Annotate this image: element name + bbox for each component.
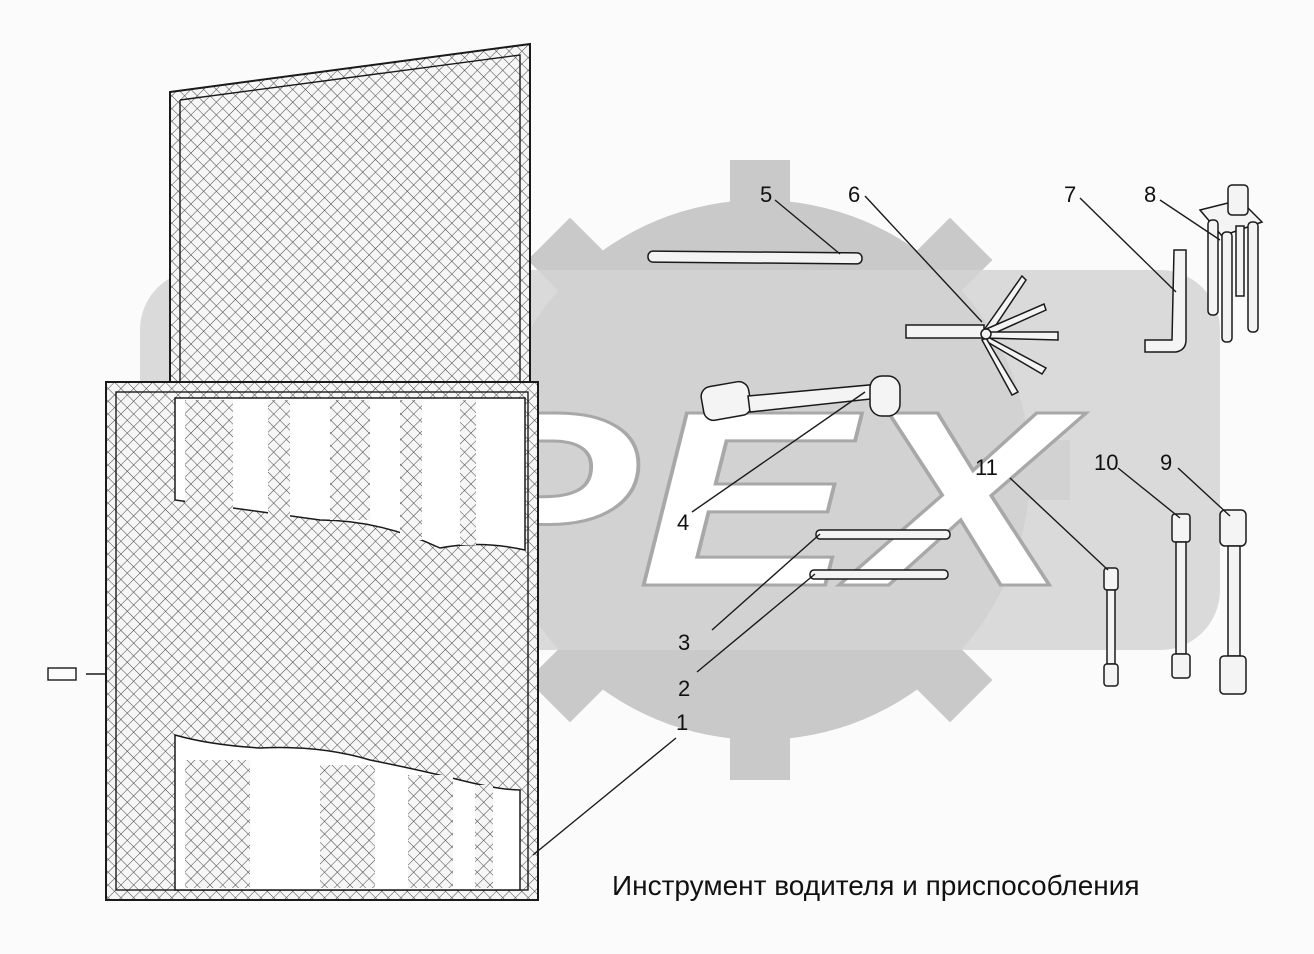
label-4: 4 (677, 510, 689, 535)
tool-3-rod (815, 529, 951, 540)
leader-6 (864, 195, 983, 323)
label-11: 11 (975, 455, 998, 480)
tool-roll-top-flap-border (179, 54, 521, 400)
leader-1 (532, 737, 677, 856)
upper-pocket-4 (400, 400, 422, 540)
tie-strap (47, 667, 77, 681)
label-10: 10 (1094, 450, 1118, 475)
lower-pocket-4 (475, 785, 493, 888)
leader-2 (696, 573, 816, 673)
tool-4-wrench (700, 375, 901, 422)
tool-5-rod (647, 250, 863, 265)
lower-pockets (174, 734, 521, 891)
tools (647, 184, 1264, 695)
upper-pockets (174, 397, 526, 551)
lower-pocket-1 (185, 760, 250, 888)
leader-4 (691, 391, 866, 513)
lower-pocket-3 (408, 775, 453, 888)
upper-pocket-3 (330, 400, 370, 520)
leader-lines (532, 195, 1231, 856)
label-5: 5 (760, 182, 772, 207)
label-9: 9 (1160, 450, 1172, 475)
upper-pocket-1 (185, 400, 233, 510)
leader-10 (1117, 467, 1181, 519)
lower-pocket-2 (320, 765, 375, 888)
leader-8 (1159, 199, 1221, 241)
leader-9 (1177, 467, 1231, 517)
leader-11 (1009, 477, 1109, 571)
callout-labels: 1 2 3 4 5 6 7 8 9 10 11 (676, 182, 1172, 735)
label-2: 2 (678, 676, 690, 701)
tool-roll (47, 42, 539, 901)
upper-pocket-2 (268, 400, 290, 520)
leader-3 (711, 533, 821, 631)
tool-6-feeler-gauge (905, 274, 1059, 396)
leader-5 (774, 199, 841, 255)
tool-8-puller (1198, 184, 1264, 343)
label-1: 1 (676, 710, 688, 735)
label-8: 8 (1144, 182, 1156, 207)
tool-9-socket (1219, 509, 1247, 695)
tool-2-rod (809, 569, 949, 580)
tool-7-hex-key (1144, 249, 1187, 353)
tool-roll-top-flap (169, 42, 531, 401)
figure-caption: Инструмент водителя и приспособления (612, 870, 1140, 901)
tool-10-socket (1171, 513, 1191, 679)
label-7: 7 (1064, 182, 1076, 207)
label-3: 3 (678, 630, 690, 655)
leader-7 (1079, 197, 1177, 293)
label-6: 6 (848, 182, 860, 207)
upper-pocket-5 (460, 400, 476, 545)
tool-11-socket (1103, 567, 1119, 687)
